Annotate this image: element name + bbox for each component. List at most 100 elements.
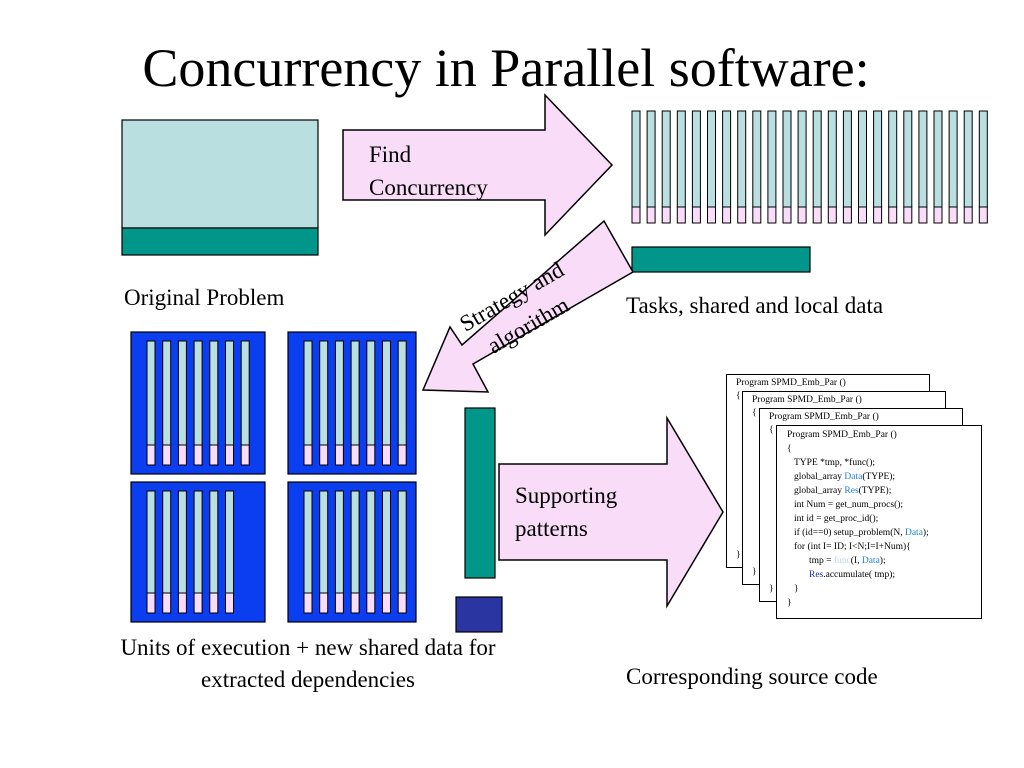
local-data-block [455, 596, 503, 633]
task-strip [767, 110, 777, 224]
supporting-patterns-arrow [498, 415, 724, 609]
find-concurrency-arrow [342, 93, 614, 237]
task-strip [978, 110, 988, 224]
ue-block [130, 331, 266, 475]
code-page-2-close: } [752, 567, 757, 577]
new-shared-data-bar [464, 407, 496, 579]
task-strip [646, 110, 656, 224]
code-page-1-header: Program SPMD_Emb_Par () [736, 378, 846, 388]
supporting-label-line1: Supporting [515, 483, 618, 508]
ue-block [287, 481, 417, 623]
task-strip [812, 110, 822, 224]
task-strip [842, 110, 852, 224]
task-strip [873, 110, 883, 224]
code-line-global-res: global_array Res(TYPE); [794, 486, 892, 496]
code-line-setup: if (id==0) setup_problem(N, Data); [794, 528, 929, 538]
task-strip [691, 110, 701, 224]
task-strip [797, 110, 807, 224]
strategy-arrow [421, 219, 635, 393]
code-line-num: int Num = get_num_procs(); [794, 500, 904, 510]
ue-strip [319, 340, 329, 466]
task-strip [918, 110, 928, 224]
code-page-2-header: Program SPMD_Emb_Par () [752, 395, 862, 405]
code-page-3-close: } [769, 584, 774, 594]
ue-strip [209, 490, 219, 614]
task-strip [888, 110, 898, 224]
units-caption-line1: Units of execution + new shared data for [120, 635, 496, 660]
ue-block [130, 481, 266, 623]
slide-title: Concurrency in Parallel software: [142, 38, 870, 98]
code-open-brace: { [787, 444, 792, 454]
code-header: Program SPMD_Emb_Par () [787, 430, 897, 440]
task-strip [858, 110, 867, 224]
task-strip [752, 110, 762, 224]
ue-strip [162, 490, 172, 614]
ue-strip [240, 340, 250, 466]
code-line-global-data: global_array Data(TYPE); [794, 472, 896, 482]
ue-strip [225, 490, 234, 614]
units-of-execution-blocks [130, 331, 417, 623]
problem-data-area [121, 119, 319, 229]
task-strip [661, 110, 671, 224]
find-label-line1: Find [369, 142, 412, 167]
task-strip [631, 110, 641, 224]
ue-strip [177, 490, 187, 614]
code-line-res: Res.accumulate( tmp); [809, 570, 895, 580]
ue-strip [334, 340, 344, 466]
ue-strip [382, 340, 391, 466]
supporting-label-line2: patterns [515, 516, 588, 541]
ue-strip [177, 340, 187, 466]
ue-strip [146, 490, 156, 614]
code-page-1-open: { [736, 391, 741, 401]
problem-shared-data [121, 227, 319, 256]
ue-block [287, 331, 417, 475]
task-strip [948, 110, 958, 224]
code-line-for: for (int I= ID; I<N;I=I+Num){ [794, 542, 911, 552]
task-strip [933, 110, 943, 224]
task-strip [963, 110, 973, 224]
task-strip [737, 110, 747, 224]
supporting-patterns-label: Supporting patterns [515, 479, 617, 545]
ue-strip [350, 340, 360, 466]
task-strip [782, 110, 792, 224]
tasks-shared-data [631, 246, 811, 273]
original-problem-caption: Original Problem [124, 285, 285, 310]
code-page-2-open: { [752, 408, 757, 418]
code-close-brace: } [787, 598, 792, 608]
code-line-type: TYPE *tmp, *func(); [794, 458, 876, 468]
code-page-3-open: { [769, 425, 774, 435]
ue-strip [397, 490, 407, 614]
units-caption: Units of execution + new shared data for… [70, 632, 546, 696]
tasks-caption: Tasks, shared and local data [626, 293, 884, 318]
original-problem-block [121, 119, 319, 256]
ue-strip [146, 340, 156, 466]
ue-strip [397, 340, 407, 466]
code-page-3-header: Program SPMD_Emb_Par () [769, 412, 879, 422]
ue-strip [303, 490, 313, 614]
source-code-caption: Corresponding source code [626, 664, 878, 689]
code-close-for: } [794, 584, 799, 594]
code-page-1-close: } [736, 550, 741, 560]
ue-strip [366, 340, 376, 466]
ue-strip [382, 490, 391, 614]
ue-strip [162, 340, 172, 466]
code-page-4: Program SPMD_Emb_Par () { TYPE *tmp, *fu… [776, 425, 982, 619]
ue-strip [303, 340, 313, 466]
task-strip [676, 110, 686, 224]
find-label-line2: Concurrency [369, 175, 488, 200]
ue-strip [193, 490, 203, 614]
task-strip [722, 110, 732, 224]
task-strip [827, 110, 837, 224]
ue-strip [209, 340, 219, 466]
ue-strip [350, 490, 360, 614]
ue-strip [193, 340, 203, 466]
tasks-strips [631, 110, 988, 224]
ue-strip [366, 490, 376, 614]
ue-strip [319, 490, 329, 614]
task-strip [707, 110, 716, 224]
task-strip [903, 110, 913, 224]
units-caption-line2: extracted dependencies [201, 667, 415, 692]
code-line-id: int id = get_proc_id(); [794, 514, 879, 524]
code-line-tmp: tmp = func(I, Data); [809, 556, 886, 566]
